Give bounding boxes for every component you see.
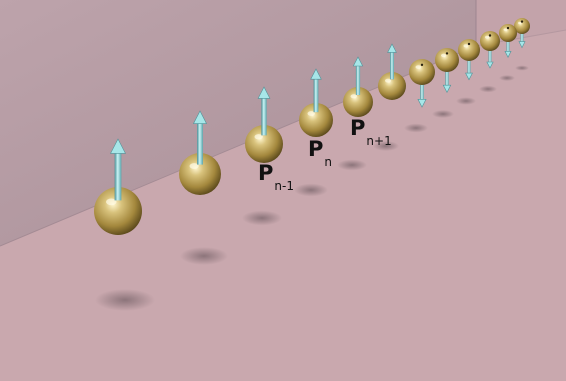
sphere-shadow [180,247,228,265]
sphere-shadow [404,123,428,133]
gold-sphere [499,24,517,42]
label-letter: P [258,161,273,185]
spin-site [245,86,283,163]
spin-site [94,138,142,235]
gold-sphere [94,187,142,235]
gold-sphere [245,125,283,163]
spin-up-arrow-icon [387,43,397,80]
label-subscript: n+1 [366,134,391,148]
spin-down-arrow-icon [417,74,427,108]
label-letter: P [308,137,323,161]
sphere-shadow [515,65,529,71]
gold-sphere [480,31,500,51]
spin-site [378,43,406,100]
spin-site [480,31,500,69]
sphere-shadow [337,159,367,171]
spin-site [458,39,480,81]
sphere-shadow [456,97,476,105]
spin-down-arrow-icon [465,52,473,81]
sphere-shadow [294,183,328,197]
spin-up-arrow-icon [352,56,364,95]
label-subscript: n [324,155,332,169]
sphere-shadow [242,210,282,226]
spin-down-arrow-icon [486,43,494,69]
spin-site [499,24,517,58]
spin-site [299,68,333,137]
label-prev: Pn-1 [258,161,294,193]
gold-sphere [343,87,373,117]
spin-site [409,59,435,108]
spin-down-arrow-icon [518,27,526,49]
gold-sphere [299,103,333,137]
sphere-shadow [95,289,155,311]
spin-up-arrow-icon [310,68,322,113]
spin-up-arrow-icon [110,138,126,201]
label-next: Pn+1 [350,116,392,148]
spin-site [435,48,459,94]
spin-down-arrow-icon [504,34,512,58]
spin-site [179,110,221,195]
spin-up-arrow-icon [257,86,271,136]
gold-sphere [458,39,480,61]
spin-down-arrow-icon [442,62,452,94]
gold-sphere [179,153,221,195]
sphere-shadow [373,141,399,151]
gold-sphere [409,59,435,85]
label-letter: P [350,116,365,140]
label-cur: Pn [308,137,332,169]
gold-sphere [378,72,406,100]
label-subscript: n-1 [274,179,294,193]
gold-sphere [435,48,459,72]
spin-site [514,18,530,49]
spin-site [343,56,373,117]
sphere-shadow [499,75,515,81]
sphere-shadow [479,85,497,93]
gold-sphere [514,18,530,34]
sphere-shadow [432,110,454,118]
spin-up-arrow-icon [192,110,208,165]
